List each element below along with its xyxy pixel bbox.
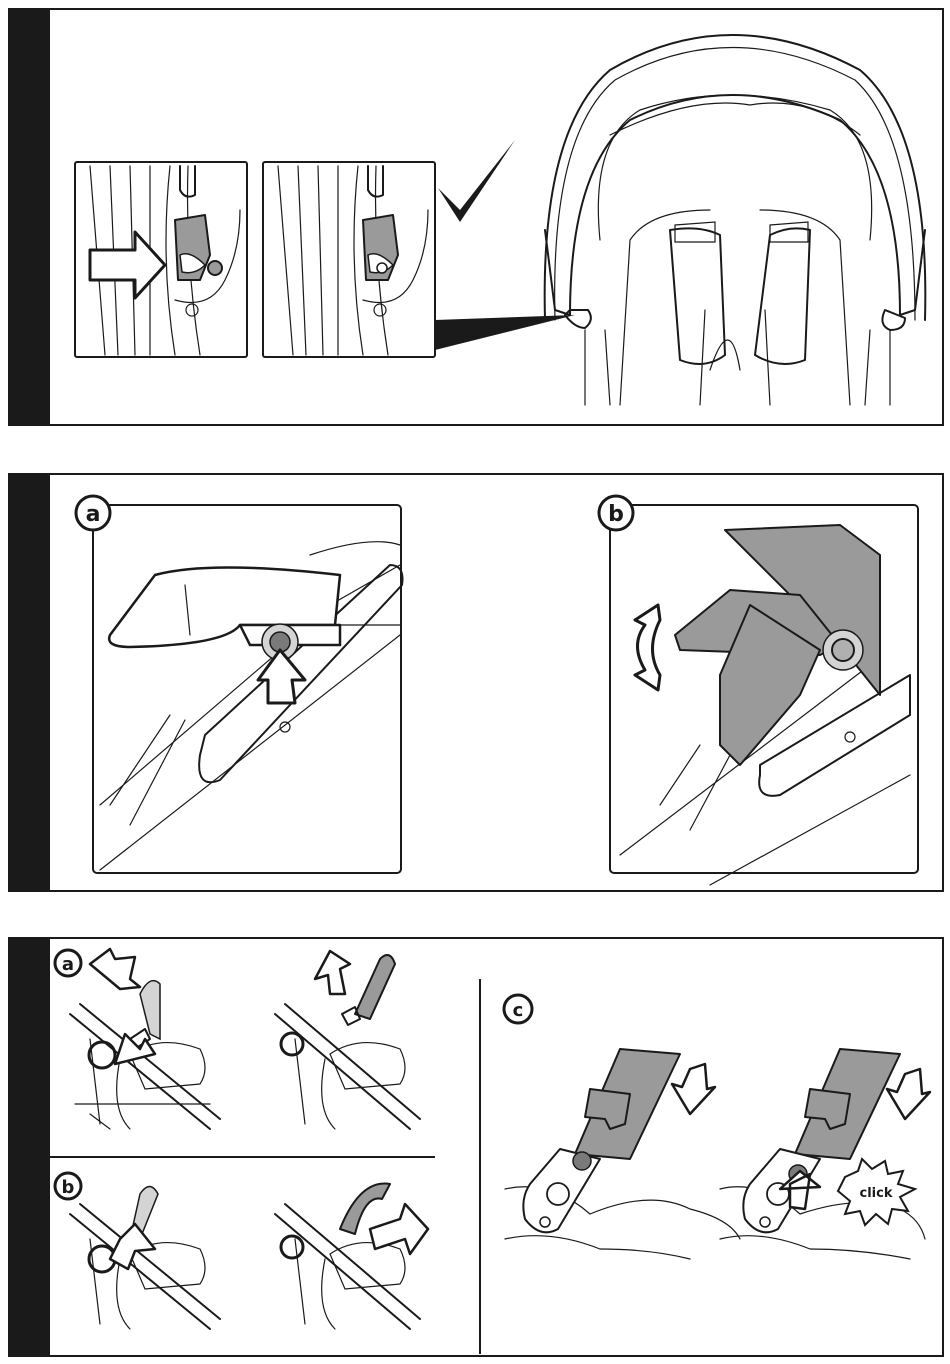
label-a: a [86,502,101,527]
detail-box-b [610,505,918,885]
step-panel-2: a b [8,473,944,892]
step-panel-3: a b [8,937,944,1357]
detail-box-before [75,162,247,357]
callout-pointer [435,315,575,350]
rotate-arrow-icon [635,605,660,690]
bumper-attach-rotate [275,1184,428,1329]
label-b: b [62,1177,75,1198]
recline-illustrations: a b [10,475,946,894]
bumper-remove-press [70,949,220,1129]
click-label: click [860,1186,893,1201]
bumper-insert-left [505,1049,740,1259]
label-c: c [513,1000,524,1021]
bumper-bar-illustrations: a b [10,939,946,1359]
label-b: b [608,502,624,527]
bumper-attach-press [70,1187,220,1330]
detail-box-after [263,162,435,357]
bumper-insert-right: click [720,1049,930,1259]
label-a: a [62,954,74,975]
canopy-attachment-illustration [10,10,946,428]
checkmark-icon [438,140,515,222]
step-panel-1 [8,8,944,426]
bumper-remove-lift [275,951,420,1129]
push-arrow-icon [90,232,165,298]
stroller-canopy [545,35,926,405]
detail-box-a [93,505,403,873]
